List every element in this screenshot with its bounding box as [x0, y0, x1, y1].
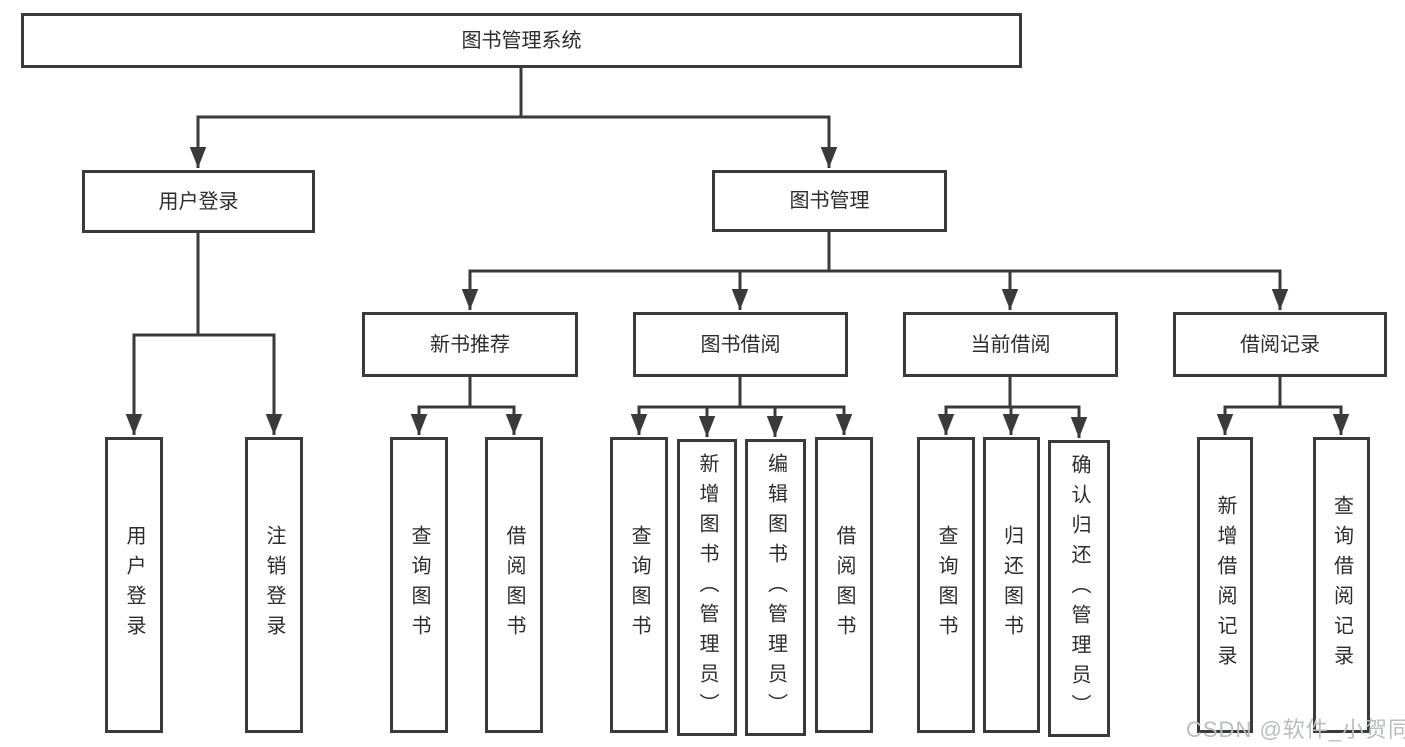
- node-book-borrow: 图书借阅: [633, 312, 848, 377]
- leaf-borrow-borrow-books: 借阅图书: [815, 437, 873, 733]
- leaf-recommend-borrow-books: 借阅图书: [485, 437, 543, 733]
- csdn-watermark: CSDN @软件_小贺同学: [1186, 717, 1405, 742]
- leaf-current-confirm-return-admin: 确认归还（管理员）: [1048, 440, 1110, 737]
- leaf-records-add-record: 新增借阅记录: [1197, 437, 1253, 733]
- connector-root-to-level2: [189, 68, 838, 168]
- node-book-management: 图书管理: [712, 170, 947, 232]
- leaf-borrow-query-books: 查询图书: [610, 437, 668, 733]
- leaf-records-query-record: 查询借阅记录: [1313, 437, 1370, 733]
- leaf-current-query-books: 查询图书: [917, 437, 975, 733]
- node-user-login: 用户登录: [82, 170, 315, 233]
- leaf-borrow-add-books-admin: 新增图书（管理员）: [677, 439, 737, 736]
- connector-current-borrow-children: [937, 377, 1088, 438]
- connector-borrow-records-children: [1216, 377, 1350, 435]
- connector-new-book-recommend-children: [410, 377, 523, 435]
- connector-user-login-children: [125, 233, 283, 435]
- connector-book-management-children: [461, 232, 1289, 310]
- node-borrow-records: 借阅记录: [1173, 312, 1387, 377]
- leaf-borrow-edit-books-admin: 编辑图书（管理员）: [745, 439, 806, 736]
- connector-book-borrow-children: [630, 377, 853, 437]
- leaf-user-login: 用户登录: [105, 437, 163, 733]
- leaf-recommend-query-books: 查询图书: [390, 437, 448, 733]
- node-current-borrow: 当前借阅: [903, 312, 1118, 377]
- leaf-current-return-books: 归还图书: [983, 437, 1040, 733]
- leaf-logout: 注销登录: [245, 437, 303, 733]
- node-root: 图书管理系统: [21, 13, 1022, 68]
- node-new-book-recommend: 新书推荐: [362, 312, 578, 377]
